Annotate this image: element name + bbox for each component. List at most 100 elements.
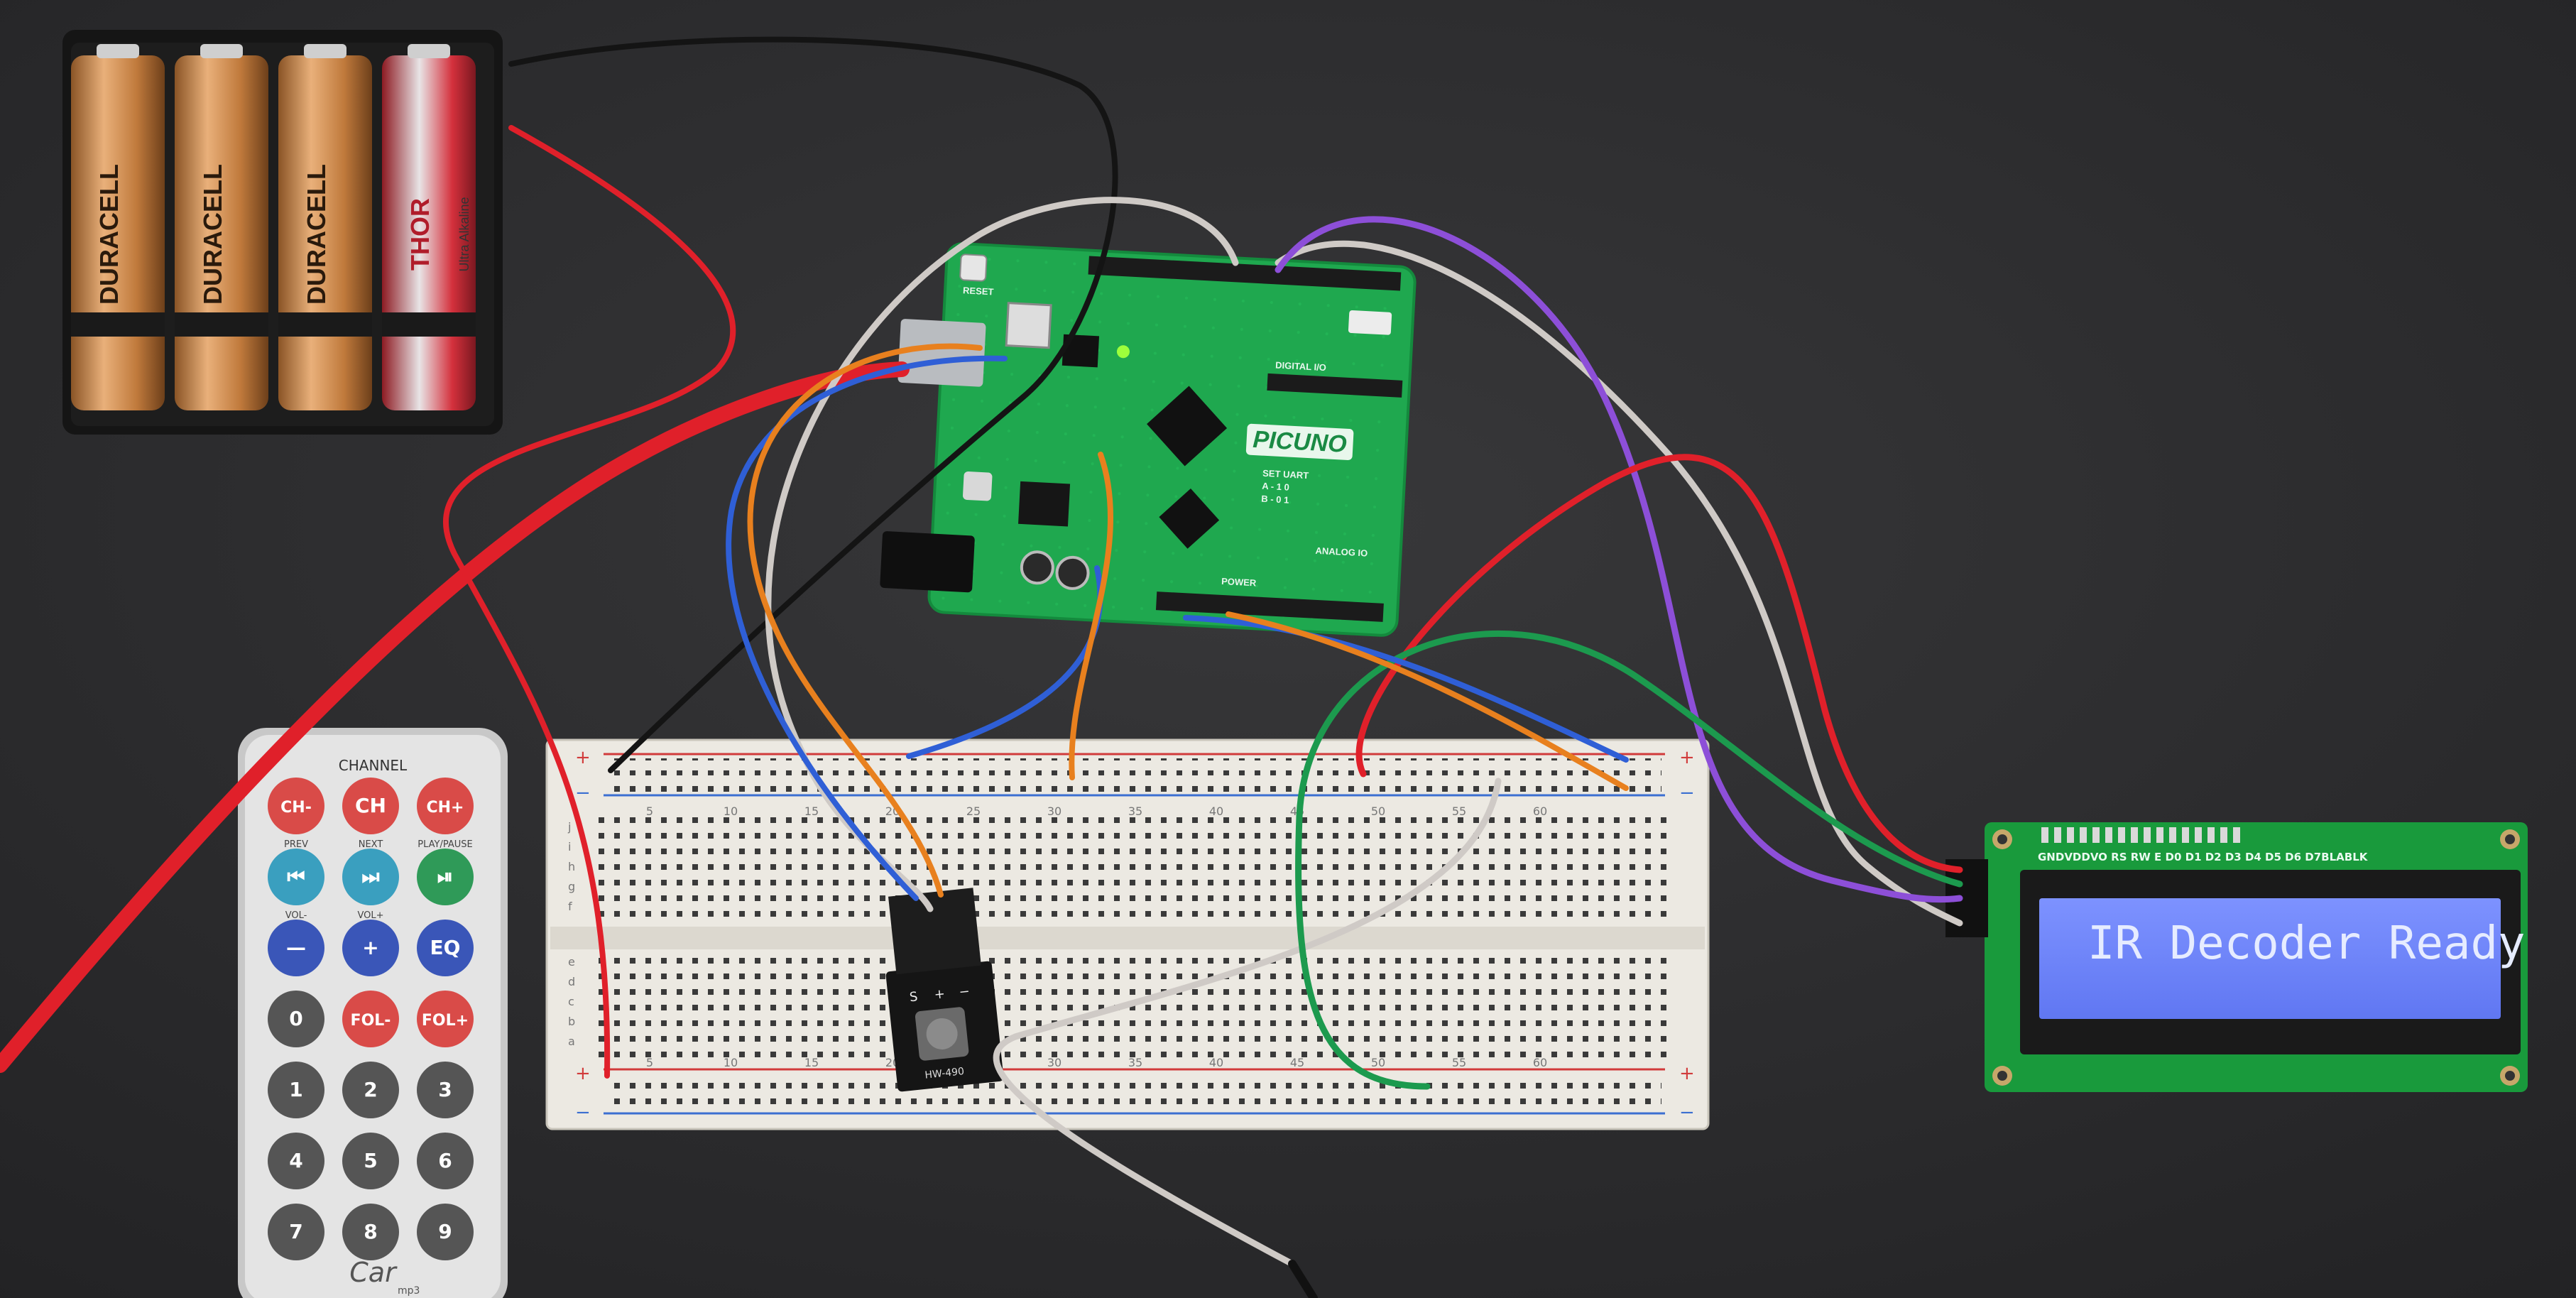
remote-button[interactable]: ⏯ [417,849,474,905]
remote-button[interactable]: ⏮ [268,849,324,905]
remote-button[interactable]: FOL+ [417,991,474,1047]
usb-power-cable [0,361,910,1073]
svg-text:8: 8 [364,1220,377,1243]
set-uart-label: SET UART [1262,468,1309,481]
remote-button[interactable]: CH- [268,778,324,834]
remote-button[interactable]: 3 [417,1062,474,1118]
remote-channel-label: CHANNEL [339,757,408,774]
bb-rail-symbol: − [1679,1102,1695,1123]
remote-button[interactable]: CH [342,778,399,834]
lcd-header-pin [2080,827,2087,843]
bb-column-number: 45 [1290,1056,1304,1069]
svg-text:—: — [286,936,306,959]
bb-row-letter: b [568,1015,575,1028]
bb-column-number: 50 [1371,1056,1385,1069]
lcd-header-pin [2041,827,2048,843]
remote-button[interactable]: 8 [342,1204,399,1260]
remote-button[interactable]: 7 [268,1204,324,1260]
svg-text:EQ: EQ [430,936,461,959]
lcd-header-pin [2220,827,2227,843]
svg-text:FOL+: FOL+ [422,1012,469,1030]
lcd-module: GNDVDDVO RS RW E D0 D1 D2 D3 D4 D5 D6 D7… [1945,822,2528,1092]
analog-io-label: ANALOG IO [1315,545,1368,559]
svg-text:CH-: CH- [280,799,312,817]
remote-button[interactable]: 6 [417,1133,474,1189]
orange-wire-board-to-bb [1226,611,1629,791]
battery-cell: DURACELL [175,44,268,410]
remote-button[interactable]: FOL- [342,991,399,1047]
bb-column-number: 60 [1533,1056,1547,1069]
breadboard: 5510101515202025253030353540404545505055… [545,738,1710,1130]
battery-brand-label: DURACELL [198,164,227,305]
remote-button[interactable]: CH+ [417,778,474,834]
remote-button-caption: VOL- [285,910,307,921]
bb-row-letter: e [568,955,575,969]
lcd-header-pin [2131,827,2138,843]
remote-button[interactable]: ⏭ [342,849,399,905]
bb-column-number: 55 [1452,805,1466,818]
svg-text:CH: CH [355,794,386,817]
bb-column-number: 25 [966,805,981,818]
bb-row-letter: g [568,880,575,893]
ir-receiver-module: S + − HW-490 [885,888,1004,1092]
remote-button-caption: VOL+ [357,910,383,921]
lcd-header-pin [2118,827,2125,843]
svg-text:⏯: ⏯ [437,865,453,888]
bb-rail-symbol: + [575,747,591,768]
svg-text:6: 6 [438,1149,452,1172]
remote-button[interactable]: 1 [268,1062,324,1118]
purple-wire [1275,216,1963,903]
bb-column-number: 15 [804,1056,819,1069]
remote-button[interactable]: EQ [417,920,474,976]
picuno-board: PICUNO RESET DIGITAL I/O SET UART A - 1 … [880,242,1417,637]
ir-remote: CHANNEL CH-PREVCHNEXTCH+PLAY/PAUSE⏮VOL-⏭… [238,728,508,1298]
remote-button[interactable]: 5 [342,1133,399,1189]
remote-button[interactable]: 2 [342,1062,399,1118]
reset-label: RESET [963,285,994,297]
bb-column-number: 10 [724,805,738,818]
bb-column-number: 60 [1533,805,1547,818]
bb-row-letter: i [568,840,571,853]
bb-column-number: 30 [1047,805,1061,818]
bb-rail-symbol: − [575,1102,591,1123]
lcd-header-pin [2067,827,2074,843]
svg-text:9: 9 [438,1220,452,1243]
digital-io-label: DIGITAL I/O [1275,359,1326,373]
battery-brand-label: DURACELL [94,164,124,305]
svg-text:5: 5 [364,1149,377,1172]
lcd-header-pin [2092,827,2100,843]
svg-text:3: 3 [438,1078,452,1101]
remote-button[interactable]: + [342,920,399,976]
remote-button[interactable]: — [268,920,324,976]
bb-row-letter: c [568,995,574,1008]
bb-column-number: 15 [804,805,819,818]
lcd-header-pin [2105,827,2112,843]
jumper-wires [0,36,1963,1298]
svg-text:0: 0 [289,1007,302,1030]
bb-rail-symbol: + [1679,747,1695,768]
svg-text:⏮: ⏮ [287,865,305,888]
battery-red-wire [443,125,736,1079]
battery-cell: DURACELL [278,44,372,410]
remote-logo: Car [349,1257,398,1288]
blue-wire-board-to-ir [726,355,1008,901]
bb-row-letter: d [568,975,575,988]
svg-text:2: 2 [364,1078,377,1101]
svg-text:CH+: CH+ [427,799,464,817]
lcd-header-pin [2156,827,2163,843]
gray-wire-board-to-lcd [1275,240,1963,927]
remote-button[interactable]: 0 [268,991,324,1047]
battery-cell: THOR [382,44,476,410]
svg-text:+: + [362,936,378,959]
bb-rail-symbol: − [575,782,591,804]
ir-module-label: HW-490 [924,1066,965,1081]
blue-wire-board-to-bb [1183,615,1629,763]
lcd-header-pin [2169,827,2176,843]
ir-pin-minus: − [959,984,971,1000]
bb-row-letter: a [568,1035,575,1048]
remote-button[interactable]: 4 [268,1133,324,1189]
orange-wire-bb [1069,452,1114,780]
remote-button[interactable]: 9 [417,1204,474,1260]
bb-row-letter: h [568,860,575,873]
